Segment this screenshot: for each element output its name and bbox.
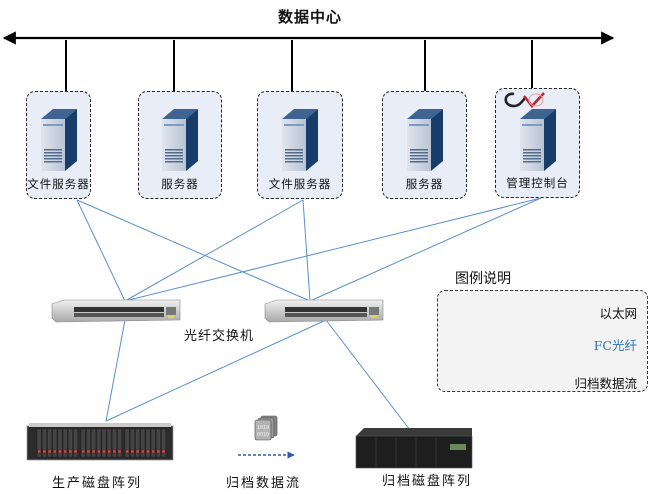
- disk-led: [151, 449, 155, 454]
- fc-link: [124, 199, 304, 302]
- disk-led: [91, 449, 96, 454]
- disk-led: [81, 449, 85, 454]
- disk-bay: [52, 428, 58, 458]
- disk-bay: [47, 428, 52, 458]
- fc-link: [325, 319, 411, 431]
- disk-led: [53, 449, 57, 454]
- disk-bay: [161, 428, 166, 458]
- disk-bay: [80, 428, 86, 458]
- disk-bay: [156, 428, 161, 458]
- disk-led: [63, 449, 67, 454]
- disk-bay: [135, 428, 140, 458]
- fc-link: [124, 197, 542, 302]
- server-icon: [519, 109, 556, 171]
- fc-link: [309, 197, 542, 302]
- legend-archive-label: 归档数据流: [574, 376, 637, 391]
- disk-led: [102, 449, 106, 454]
- disk-bay: [124, 428, 130, 458]
- disk-bay: [96, 428, 102, 458]
- disk-bay: [145, 428, 151, 458]
- disk-bay: [106, 428, 112, 458]
- disk-bay: [62, 428, 68, 458]
- archive-flow-label: 归档数据流: [226, 476, 302, 491]
- server-icon: [282, 109, 318, 171]
- disk-bay: [68, 428, 73, 458]
- disk-led: [37, 449, 41, 454]
- legend-title: 图例说明: [455, 271, 511, 287]
- production-disk-array[interactable]: [26, 423, 174, 461]
- disk-bay: [36, 428, 42, 458]
- disk-bay: [140, 428, 146, 458]
- legend-fc-label: FC光纤: [593, 338, 637, 353]
- disk-led: [86, 449, 91, 454]
- disk-bay: [130, 428, 135, 458]
- disk-led: [146, 449, 150, 454]
- node-server-2[interactable]: 服务器: [382, 91, 467, 199]
- disk-led: [125, 449, 129, 454]
- disk-bay: [42, 428, 47, 458]
- disk-led: [73, 449, 78, 454]
- svg-text:0010: 0010: [257, 432, 269, 438]
- node-file-server-1[interactable]: 文件服务器: [26, 91, 91, 199]
- disk-led: [97, 449, 101, 454]
- fc-switch-label: 光纤交换机: [184, 329, 255, 344]
- node-server-1[interactable]: 服务器: [138, 91, 222, 199]
- disk-led: [135, 449, 140, 454]
- server-icon: [406, 109, 443, 171]
- disk-led: [68, 449, 73, 454]
- disk-led: [107, 449, 111, 454]
- node-management-console[interactable]: 管理控制台: [495, 88, 580, 198]
- disk-led: [58, 449, 62, 454]
- disk-led: [117, 449, 122, 454]
- node-label: 服务器: [405, 177, 444, 191]
- disk-led: [130, 449, 135, 454]
- fc-link: [302, 199, 311, 302]
- disk-led: [47, 449, 52, 454]
- server-icon: [40, 109, 77, 171]
- disk-bay: [150, 428, 156, 458]
- production-array-label: 生产磁盘阵列: [52, 476, 143, 491]
- cv-logo-icon: [504, 92, 545, 108]
- fc-link: [76, 199, 311, 302]
- disk-bay: [57, 428, 63, 458]
- disk-led: [161, 449, 166, 454]
- svg-text:1010: 1010: [257, 425, 269, 431]
- disk-led: [42, 449, 47, 454]
- node-label: 文件服务器: [268, 177, 332, 191]
- disk-bay: [112, 428, 117, 458]
- disk-bay: [73, 428, 78, 458]
- disk-bay: [86, 428, 91, 458]
- diagram-title: 数据中心: [277, 8, 342, 26]
- node-label: 文件服务器: [27, 177, 90, 191]
- disk-bay: [91, 428, 96, 458]
- archive-files-icon: 1010 0010: [254, 415, 278, 441]
- node-file-server-2[interactable]: 文件服务器: [257, 91, 343, 199]
- node-label: 服务器: [161, 177, 199, 191]
- disk-bay: [117, 428, 122, 458]
- disk-led: [112, 449, 117, 454]
- disk-led: [141, 449, 145, 454]
- archive-disk-array[interactable]: [355, 428, 473, 469]
- disk-led: [156, 449, 161, 454]
- fc-link: [105, 319, 126, 422]
- fc-link: [76, 199, 126, 302]
- node-label: 管理控制台: [506, 176, 569, 190]
- disk-bay: [101, 428, 107, 458]
- fc-link: [105, 319, 327, 422]
- fc-switch-2[interactable]: [264, 299, 384, 323]
- archive-array-label: 归档磁盘阵列: [382, 474, 473, 489]
- legend-box: 以太网 FC光纤 归档数据流: [437, 290, 648, 392]
- legend-ethernet-label: 以太网: [599, 306, 637, 321]
- server-icon: [162, 109, 198, 171]
- fc-switch-1[interactable]: [51, 299, 181, 323]
